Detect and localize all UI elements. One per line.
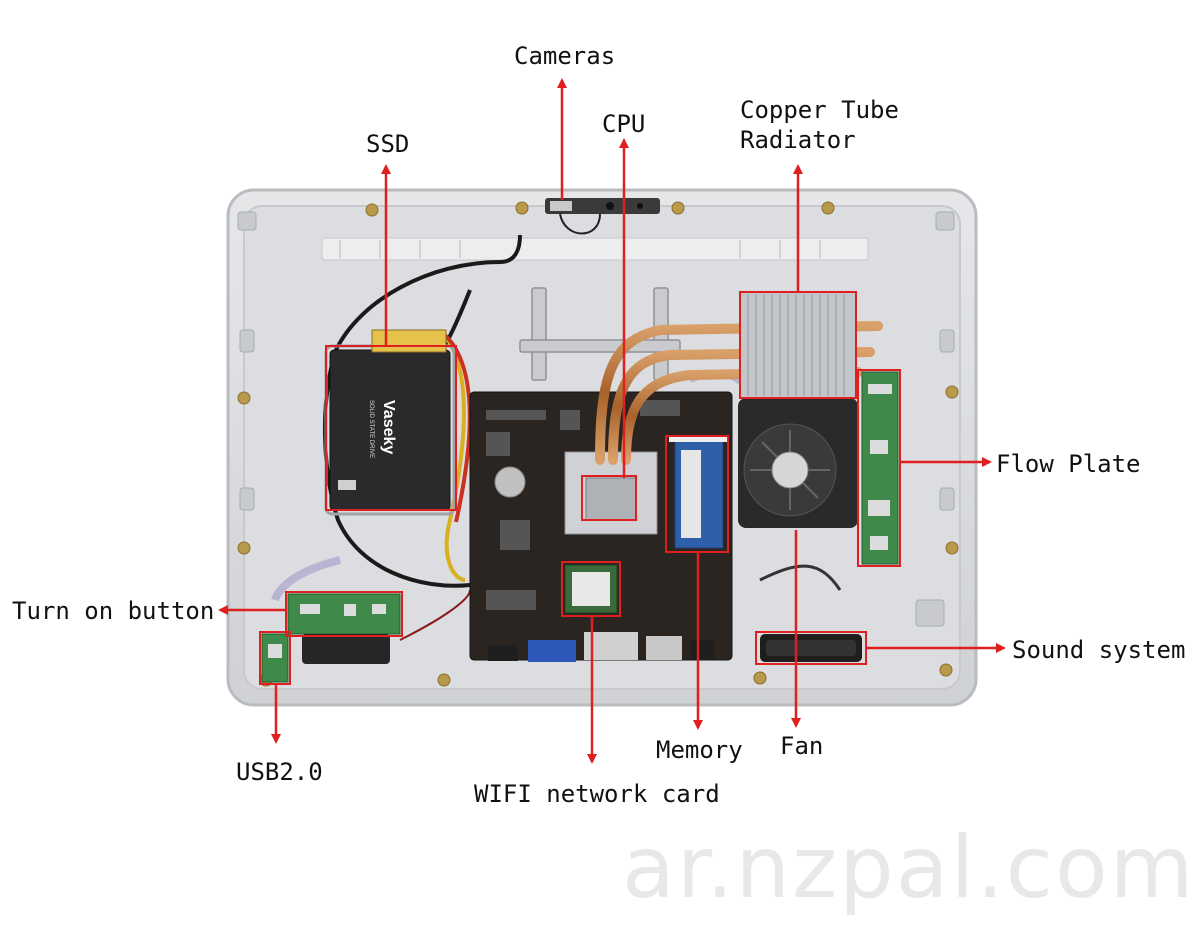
label-ssd: SSD [366,130,410,158]
speaker [760,634,862,662]
ssd-drive: Vaseky SOLID STATE DRIVE [324,329,456,516]
label-turn-on-button: Turn on button [12,597,215,625]
watermark: ar.nzpal.com [622,818,1196,918]
highlight-boxes [259,291,901,685]
label-copper-tube: Copper Tube [740,96,899,124]
label-flow-plate: Flow Plate [996,450,1141,478]
callout-arrows [218,78,1006,764]
label-fan: Fan [780,732,824,760]
turn-on-box [285,591,403,637]
camera-module [545,198,660,235]
ssd-sub-text: SOLID STATE DRIVE [368,400,374,458]
ssd-box [325,345,457,511]
label-radiator: Radiator [740,126,856,154]
label-sound-system: Sound system [1012,636,1186,664]
label-cpu: CPU [602,110,646,138]
label-wifi: WIFI network card [474,780,720,808]
radiator-fins [739,291,857,399]
power-button-board [287,593,401,664]
cpu-box [581,475,637,521]
ssd-brand-text: Vaseky [380,400,397,454]
label-usb: USB2.0 [236,758,323,786]
usb-board [261,633,289,683]
flow-plate-box [857,369,901,567]
flow-plate-board [861,371,899,565]
fan [738,398,858,528]
label-memory: Memory [656,736,743,764]
copper-tubes [595,321,883,465]
label-cameras: Cameras [514,42,616,70]
